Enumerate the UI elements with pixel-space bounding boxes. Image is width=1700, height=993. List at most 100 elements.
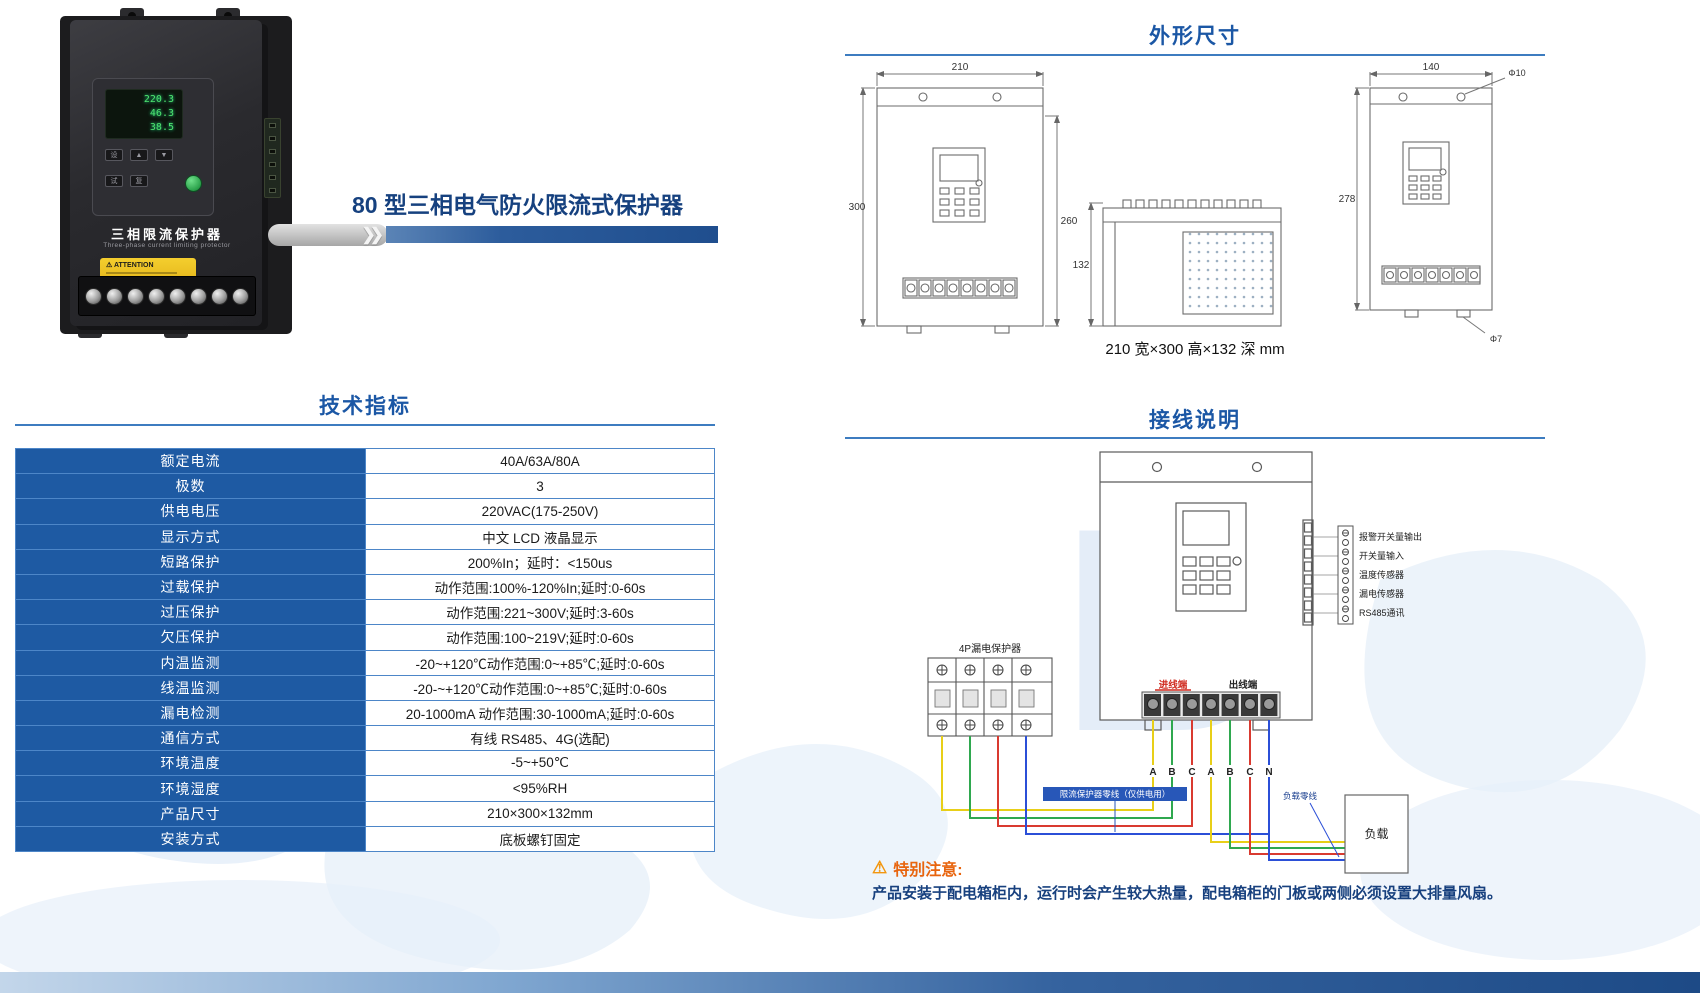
spec-label: 漏电检测 (15, 699, 366, 727)
table-row: 过载保护动作范围:100%-120%In;延时:0-60s (15, 573, 715, 601)
device-lcd-screen: 220.3 46.3 38.5 (105, 89, 183, 139)
spec-value: 底板螺钉固定 (365, 825, 715, 853)
terminal-screw (85, 287, 102, 305)
spec-value: 动作范围:100~219V;延时:0-60s (365, 624, 715, 651)
dimensions-underline (845, 54, 1545, 56)
load-box (1344, 794, 1409, 874)
terminal-screw (232, 287, 249, 305)
breaker-label: 4P漏电保护器 (959, 642, 1021, 655)
table-row: 环境温度-5~+50℃ (15, 750, 715, 777)
sticker-textline (106, 272, 178, 274)
specs-heading: 技术指标 (319, 395, 411, 418)
spec-value: 3 (365, 473, 715, 500)
dim-hole-top: Φ10 (1508, 68, 1525, 78)
table-row: 环境湿度<95%RH (15, 775, 715, 802)
terminal-block (78, 276, 256, 316)
io-label-rs485: RS485通讯 (1359, 608, 1405, 618)
test-button: 试 (105, 175, 123, 187)
table-row: 线温监测-20-~+120℃动作范围:0~+85℃;延时:0-60s (15, 674, 715, 701)
spec-label: 内温监测 (15, 649, 366, 676)
spec-label: 环境湿度 (15, 775, 366, 802)
inlet-label: 进线端 (1159, 679, 1188, 691)
title-banner-bar (386, 226, 718, 243)
specs-underline (15, 424, 715, 426)
warning-triangle-icon: ⚠ (872, 858, 888, 877)
spec-value: <95%RH (365, 775, 715, 802)
io-label-alarm-output: 报警开关量输出 (1359, 531, 1422, 542)
load-label: 负载 (1364, 827, 1388, 841)
side-connector (264, 118, 281, 198)
warning-title: ⚠ 特别注意: (872, 858, 963, 879)
outlet-label: 出线端 (1229, 679, 1258, 691)
dimensions-heading: 外形尺寸 (1149, 25, 1241, 48)
phase-label: C (1246, 767, 1253, 778)
dim-back-width: 140 (1423, 62, 1440, 73)
phase-label: A (1207, 767, 1214, 778)
product-title: 80 型三相电气防火限流式保护器 (352, 192, 683, 218)
product-photo: 220.3 46.3 38.5 设 ▲ ▼ 试 复 三相限流保护器 Three-… (20, 8, 332, 342)
spec-label: 供电电压 (15, 498, 366, 525)
terminal-screw (127, 287, 144, 305)
spec-value: 动作范围:221~300V;延时:3-60s (365, 599, 715, 626)
phase-label: A (1149, 767, 1156, 778)
phase-label: N (1265, 767, 1272, 778)
table-row: 安装方式底板螺钉固定 (15, 825, 715, 853)
spec-value: -20~+120℃动作范围:0~+85℃;延时:0-60s (365, 649, 715, 676)
spec-value: 动作范围:100%-120%In;延时:0-60s (365, 573, 715, 601)
footer-bar (0, 972, 1700, 993)
spec-label: 欠压保护 (15, 624, 366, 651)
spec-label: 产品尺寸 (15, 800, 366, 827)
spec-label: 环境温度 (15, 750, 366, 777)
up-button: ▲ (130, 149, 148, 161)
io-label-leak-sensor: 漏电传感器 (1359, 588, 1404, 599)
spec-value: -20-~+120℃动作范围:0~+85℃;延时:0-60s (365, 674, 715, 701)
dim-right-height: 260 (1061, 216, 1078, 227)
io-label-temp-sensor: 温度传感器 (1359, 569, 1404, 580)
spec-label: 过压保护 (15, 599, 366, 626)
device-name-cn: 三相限流保护器 (110, 227, 223, 242)
spec-label: 额定电流 (15, 447, 366, 475)
wiring-diagram: 进线端 出线端 报警开关量输出 开关量输入 温度传感器 漏电传感器 RS485通… (927, 451, 1422, 874)
spec-value: 200%In；延时：<150us (365, 548, 715, 575)
reset-button: 复 (130, 175, 148, 187)
load-neutral-label: 负载零线 (1283, 791, 1318, 801)
button-row: 设 ▲ ▼ (105, 149, 173, 161)
spec-value: -5~+50℃ (365, 750, 715, 777)
spec-label: 线温监测 (15, 674, 366, 701)
chevron-right-icon: ❯ (361, 225, 376, 244)
dim-hole-bottom: Φ7 (1490, 334, 1502, 344)
dim-front-height: 300 (849, 202, 866, 213)
terminal-screw (211, 287, 228, 305)
power-green-button (185, 175, 202, 192)
spec-value: 210×300×132mm (365, 800, 715, 827)
phase-label: C (1188, 767, 1195, 778)
dimensions-caption: 210 宽×300 高×132 深 mm (1105, 341, 1285, 358)
button-row: 试 复 (105, 175, 148, 187)
spec-label: 显示方式 (15, 523, 366, 550)
terminal-screw (190, 287, 207, 305)
table-row: 内温监测-20~+120℃动作范围:0~+85℃;延时:0-60s (15, 649, 715, 676)
spec-value: 有线 RS485、4G(选配) (365, 725, 715, 752)
spec-label: 过载保护 (15, 573, 366, 601)
spec-label: 极数 (15, 473, 366, 500)
neutral-tag (1043, 787, 1187, 801)
neutral-tag-label: 限流保护器零线（仅供电用） (1060, 789, 1171, 799)
phase-label: B (1168, 767, 1175, 778)
lcd-line: 220.3 (143, 94, 174, 105)
lcd-line: 38.5 (149, 122, 174, 133)
terminal-screw (148, 287, 165, 305)
spec-value: 40A/63A/80A (365, 447, 715, 475)
phase-label: B (1226, 767, 1233, 778)
spec-value: 中文 LCD 液晶显示 (365, 523, 715, 550)
attention-label: ⚠ ATTENTION (106, 262, 154, 269)
connector-pipe: ❯ ❯ (268, 224, 388, 246)
wiring-underline (845, 437, 1545, 439)
chevron-right-icon: ❯ (369, 225, 384, 244)
